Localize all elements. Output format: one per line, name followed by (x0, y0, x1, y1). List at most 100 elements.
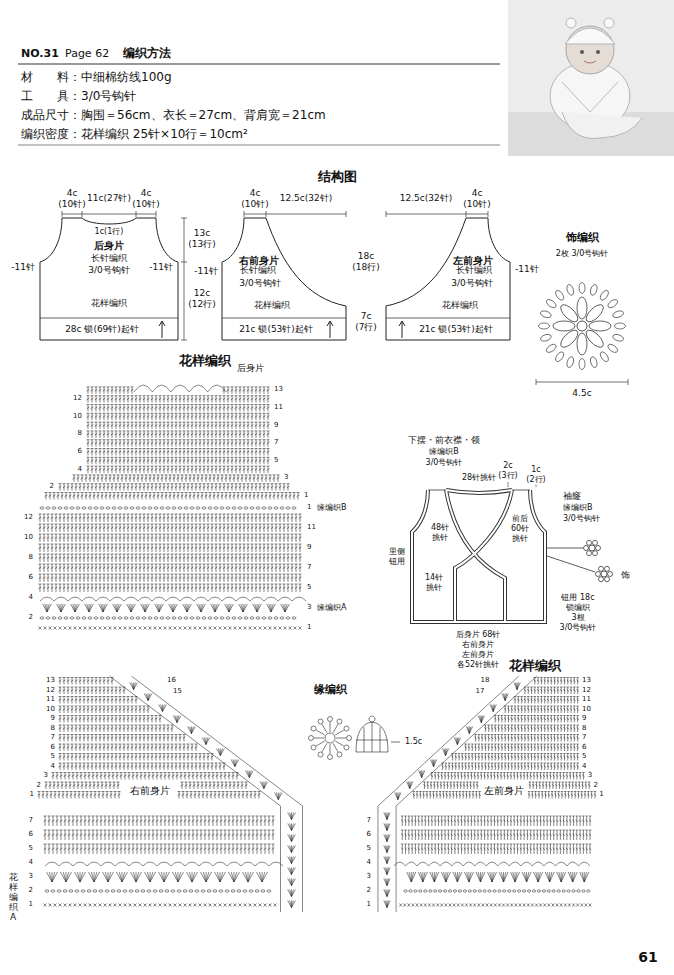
row-number: 12 (23, 514, 34, 522)
text-label: 1.5c (404, 738, 423, 747)
text-label: 4c (66, 189, 79, 199)
piece-title: 饰编织 (566, 232, 599, 244)
text-label: 3/0号钩针 (559, 624, 598, 633)
row-number: 10 (23, 534, 34, 542)
row-number: 4 (28, 859, 34, 867)
row-number: 10 (72, 413, 83, 421)
row-number: 6 (366, 831, 372, 839)
motif-loop (540, 333, 552, 342)
text-label: (3行) (497, 472, 518, 481)
motif-petal (577, 333, 587, 355)
row-number: 9 (306, 544, 312, 552)
band-line (222, 318, 346, 319)
row-number: 2 (36, 782, 42, 790)
row-number: 6 (28, 831, 34, 839)
motif-loop (540, 310, 552, 319)
text-label: 缘编织B (316, 504, 348, 513)
text-label: (10针) (131, 200, 160, 210)
right-front-piece: 右前身片长针编织3/0号钩针花样编织21c 锁(53针)起针 (222, 218, 346, 340)
text-label: (12行) (187, 300, 216, 310)
motif-drawing (309, 717, 352, 760)
text-label: 4.5c (571, 389, 592, 399)
back-stitch-chart (39, 385, 307, 630)
text-label: 12c (193, 289, 211, 299)
text-label: 编织密度：花样编织 25针×10行＝10cm² (20, 128, 249, 141)
text-label: (2行) (525, 476, 546, 485)
row-number: 10 (581, 706, 592, 714)
piece-note: 2枚 3/0号钩针 (556, 250, 609, 259)
text-label: 3根 (570, 614, 585, 623)
motif-loop (589, 356, 598, 368)
piece-note: 3/0号钩针 (239, 279, 280, 289)
motif-loop (554, 289, 565, 301)
text-label: 缘编织B (428, 448, 460, 457)
row-number: 16 (166, 677, 177, 685)
direction-arrow (327, 321, 333, 338)
text-label: -11针 (514, 265, 540, 275)
row-number: 4 (366, 859, 372, 867)
row-number: 4 (581, 763, 587, 771)
text-label: 后身片 68针 (455, 631, 502, 640)
row-number: 8 (581, 725, 587, 733)
text-label: 7c (360, 312, 373, 322)
text-label: 饰 (620, 571, 631, 581)
row-number: 12 (45, 687, 56, 695)
motif-loop (607, 343, 619, 354)
row-number: 13 (581, 677, 592, 685)
text-label: 14针 (424, 574, 444, 583)
row-number: 7 (273, 439, 279, 447)
motif-loop (579, 359, 585, 370)
left-front-stitches (378, 676, 596, 912)
text-label: 工 具：3/0号钩针 (20, 90, 137, 103)
text-label: -11针 (193, 267, 219, 277)
text-label: 3/0号钩针 (425, 459, 464, 468)
text-label: 13c (193, 229, 211, 239)
baby-photo (508, 0, 674, 156)
piece-note: 花样编织 (91, 299, 127, 309)
piece-note: 花样编织 (442, 301, 478, 311)
piece-title: 右前身片 (239, 255, 279, 266)
text-label: 成品尺寸：胸围＝56cm、衣长＝27cm、背肩宽＝21cm (20, 109, 327, 122)
text-label: 挑针 (425, 584, 443, 593)
piece-note: 28c 锁(69针)起针 (65, 325, 139, 335)
bobble-drawing (356, 716, 388, 752)
motif-circle: 饰编织 2枚 3/0号钩针 (532, 228, 632, 376)
text-label: 4c (140, 189, 153, 199)
text-label: 缘编织B (562, 504, 594, 513)
left-front-chart (378, 676, 596, 912)
row-number: 13 (45, 677, 56, 685)
button-flowers (584, 540, 613, 581)
motif-loop (599, 351, 610, 363)
motif-drawing (539, 283, 626, 370)
text-label: 4c (249, 189, 262, 199)
motif-loop (579, 283, 585, 294)
text-label: 左前身片 (461, 651, 495, 660)
motif-loop (554, 351, 565, 363)
vest-schematic (412, 482, 595, 622)
text-label: 4c (471, 189, 484, 199)
row-number: 61 (637, 950, 658, 965)
motif-loop (607, 298, 619, 309)
piece-outline (386, 218, 510, 340)
row-number: 3 (366, 873, 372, 881)
text-label: 12.5c(32针) (279, 194, 333, 204)
piece-note: 3/0号钩针 (451, 279, 492, 289)
motif-loop (615, 323, 626, 329)
piece-note: 长针编织 (456, 266, 492, 276)
text-label: 材 料：中细棉纺线100g (20, 71, 173, 84)
stitch-charts (38, 385, 597, 912)
text-label: 1c (530, 466, 542, 475)
text-label: 缘编织A (316, 604, 347, 613)
row-number: 7 (366, 817, 372, 825)
row-number: 8 (50, 725, 56, 733)
text-label: 编织方法 (122, 47, 172, 60)
text-label: 花样编织 (508, 659, 562, 673)
text-label: (7行) (354, 323, 378, 333)
row-number: 2 (28, 887, 34, 895)
row-number: 1 (598, 791, 604, 799)
piece-title: 后身片 (94, 240, 124, 251)
row-number: 2 (28, 614, 34, 622)
row-number: 2 (366, 887, 372, 895)
text-label: 挑针 (431, 534, 449, 543)
